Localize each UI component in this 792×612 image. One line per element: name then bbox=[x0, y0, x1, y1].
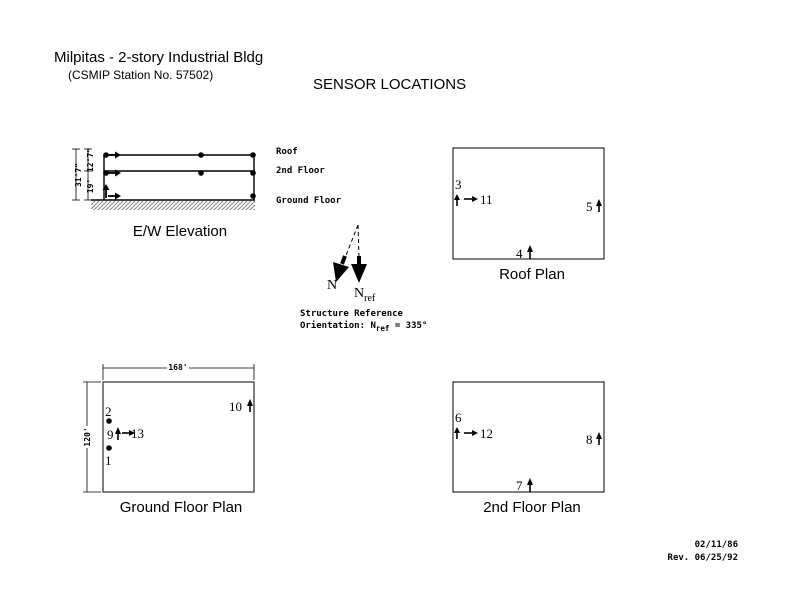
elevation-caption: E/W Elevation bbox=[133, 223, 227, 240]
height-label: 120' bbox=[83, 427, 92, 446]
original-date: 02/11/86 bbox=[695, 540, 738, 550]
sensor-dot bbox=[103, 170, 109, 176]
total-height-label: 31'7" bbox=[74, 163, 83, 187]
roof-plan-outline bbox=[452, 147, 605, 260]
sensor-2-dot bbox=[106, 418, 112, 424]
sensor-8-label: 8 bbox=[586, 432, 593, 447]
arrowhead bbox=[247, 399, 253, 406]
second-floor-plan: 6 12 8 7 2nd Floor Plan bbox=[452, 381, 605, 516]
arrowhead bbox=[472, 430, 478, 436]
label-backing bbox=[167, 362, 189, 372]
label-backing bbox=[82, 426, 92, 448]
upper-story-label: 12'7" bbox=[86, 148, 95, 172]
orientation-value: Orientation: Nref = 335° bbox=[300, 320, 427, 333]
station-number: (CSMIP Station No. 57502) bbox=[68, 68, 213, 82]
arrowhead bbox=[454, 427, 460, 433]
sensor-dot bbox=[198, 170, 204, 176]
arrowhead bbox=[472, 196, 478, 202]
arrowhead bbox=[527, 245, 533, 252]
sensor-dot bbox=[103, 152, 109, 158]
arrowhead bbox=[102, 184, 110, 190]
arrowhead bbox=[115, 427, 121, 434]
arrowhead bbox=[527, 478, 533, 485]
sensor-12-label: 12 bbox=[480, 426, 493, 441]
north-label: N bbox=[327, 278, 337, 293]
arrowhead bbox=[454, 194, 460, 200]
level-label-roof: Roof bbox=[276, 147, 298, 157]
sensor-dot bbox=[250, 170, 256, 176]
sensor-3-label: 3 bbox=[455, 177, 462, 192]
sensor-13-label: 13 bbox=[131, 426, 144, 441]
roof-plan-caption: Roof Plan bbox=[499, 266, 565, 283]
north-arrow-icon bbox=[333, 262, 349, 282]
sensor-9-label: 9 bbox=[107, 427, 114, 442]
ew-elevation: 31'7" 12'7" 19' Roof 2nd Floor Ground Fl… bbox=[72, 147, 342, 240]
arrowhead bbox=[115, 151, 121, 159]
arrowhead bbox=[596, 432, 602, 439]
width-label: 168' bbox=[168, 363, 187, 372]
arrowhead bbox=[129, 430, 135, 436]
sensor-dot bbox=[198, 152, 204, 158]
structure-reference-label: Structure Reference bbox=[300, 309, 404, 319]
north-guide-line bbox=[344, 224, 359, 259]
sensor-dot bbox=[250, 193, 256, 199]
sensor-1-dot bbox=[106, 445, 112, 451]
level-label-ground-floor: Ground Floor bbox=[276, 196, 342, 206]
north-arrow-shaft bbox=[340, 255, 347, 265]
sensor-6-label: 6 bbox=[455, 410, 462, 425]
second-plan-caption: 2nd Floor Plan bbox=[483, 499, 581, 516]
roof-plan: 3 11 5 4 Roof Plan bbox=[452, 147, 605, 283]
revision-date: Rev. 06/25/92 bbox=[668, 553, 738, 563]
sensor-10-label: 10 bbox=[229, 399, 242, 414]
ground-plan-outline bbox=[102, 381, 255, 493]
sensor-11-label: 11 bbox=[480, 192, 493, 207]
nref-guide-line bbox=[357, 224, 360, 259]
sensor-1-label: 1 bbox=[105, 453, 112, 468]
lower-story-label: 19' bbox=[86, 179, 95, 193]
ground-plan-caption: Ground Floor Plan bbox=[120, 499, 243, 516]
arrowhead bbox=[115, 192, 121, 200]
sensor-2-label: 2 bbox=[105, 404, 112, 419]
ground-hatch bbox=[91, 201, 255, 210]
sensor-7-label: 7 bbox=[516, 478, 523, 493]
arrowhead bbox=[596, 199, 602, 206]
nref-label: Nref bbox=[354, 286, 376, 304]
sensor-4-label: 4 bbox=[516, 246, 523, 261]
orientation-indicator: N Nref Structure Reference Orientation: … bbox=[300, 224, 427, 333]
page-title: Milpitas - 2-story Industrial Bldg bbox=[54, 49, 263, 66]
ground-floor-plan: 168' 120' 2 9 13 1 10 Ground Floor Plan bbox=[82, 362, 255, 516]
level-label-2nd-floor: 2nd Floor bbox=[276, 166, 325, 176]
diagram-subtitle: SENSOR LOCATIONS bbox=[313, 76, 466, 93]
nref-arrow-icon bbox=[351, 264, 367, 283]
sensor-dot bbox=[250, 152, 256, 158]
arrowhead bbox=[115, 169, 121, 177]
sensor-5-label: 5 bbox=[586, 199, 593, 214]
second-plan-outline bbox=[452, 381, 605, 493]
